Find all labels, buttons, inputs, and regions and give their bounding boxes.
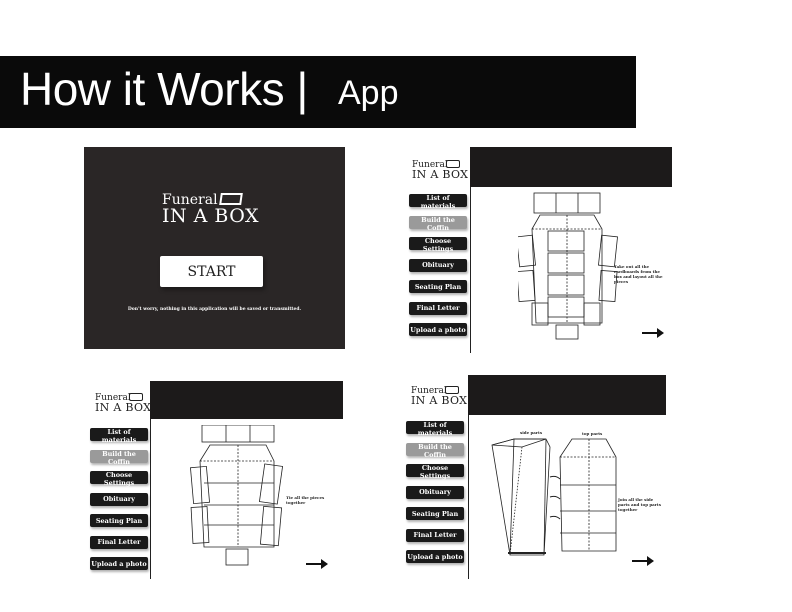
top-parts-label: top parts [582, 431, 603, 436]
logo-line1: Funeral [95, 393, 131, 403]
menu-seating-plan[interactable]: Seating Plan [409, 280, 467, 293]
menu-list-of-materials[interactable]: List of materials [406, 421, 464, 437]
logo-line1: Funeral [162, 192, 218, 208]
sidebar-divider [150, 419, 151, 579]
menu-final-letter[interactable]: Final Letter [406, 528, 464, 542]
menu-seating-plan[interactable]: Seating Plan [90, 514, 148, 527]
menu-upload-a-photo[interactable]: Upload a photo [406, 550, 464, 563]
page-banner: How it Works | App [0, 56, 636, 128]
menu-final-letter[interactable]: Final Letter [409, 301, 467, 315]
menu-upload-a-photo[interactable]: Upload a photo [90, 557, 148, 570]
page-title: How it Works | [20, 63, 308, 115]
privacy-note: Don't worry, nothing in this application… [127, 307, 302, 312]
menu-choose-settings[interactable]: Choose Settings [406, 464, 464, 480]
app-logo: Funeral IN A BOX [412, 160, 482, 181]
page-subtitle: App [338, 74, 399, 112]
box-logo-icon [219, 193, 243, 205]
box-logo-icon [445, 386, 459, 394]
arrow-right-icon[interactable] [642, 327, 664, 339]
coffin-pieces-diagram [518, 192, 618, 340]
sidebar-menu: List of materials Build the Coffin Choos… [409, 194, 467, 345]
header-bar [470, 147, 672, 187]
sidebar-divider [470, 187, 471, 353]
menu-list-of-materials[interactable]: List of materials [409, 194, 467, 210]
step-caption: Tie all the pieces together [286, 495, 325, 505]
menu-seating-plan[interactable]: Seating Plan [406, 507, 464, 520]
app-logo: Funeral IN A BOX [95, 393, 165, 414]
step-caption: Take out all the cardboards from the box… [614, 264, 663, 284]
box-logo-icon [129, 393, 143, 401]
menu-obituary[interactable]: Obituary [406, 485, 464, 499]
logo-line2: IN A BOX [95, 401, 152, 414]
logo-line2: IN A BOX [411, 394, 468, 407]
sidebar-menu: List of materials Build the Coffin Choos… [90, 428, 148, 579]
sidebar-divider [468, 415, 469, 579]
menu-build-the-coffin[interactable]: Build the Coffin [409, 215, 467, 232]
app-logo: Funeral IN A BOX [162, 192, 272, 227]
menu-list-of-materials[interactable]: List of materials [90, 428, 148, 444]
header-bar [468, 375, 666, 415]
logo-line1: Funeral [411, 386, 447, 396]
app-screen-join: Funeral IN A BOX List of materials Build… [404, 375, 670, 581]
menu-final-letter[interactable]: Final Letter [90, 535, 148, 549]
arrow-right-icon[interactable] [632, 555, 654, 567]
menu-obituary[interactable]: Obituary [90, 492, 148, 506]
menu-choose-settings[interactable]: Choose Settings [90, 471, 148, 487]
start-screen: Funeral IN A BOX START Don't worry, noth… [84, 147, 345, 349]
arrow-right-icon[interactable] [306, 558, 328, 570]
menu-build-the-coffin[interactable]: Build the Coffin [90, 449, 148, 466]
box-logo-icon [446, 160, 460, 168]
side-parts-label: side parts [520, 430, 543, 435]
app-screen-layout: Funeral IN A BOX List of materials Build… [406, 147, 672, 353]
menu-build-the-coffin[interactable]: Build the Coffin [406, 442, 464, 459]
menu-upload-a-photo[interactable]: Upload a photo [409, 323, 467, 336]
menu-choose-settings[interactable]: Choose Settings [409, 237, 467, 253]
logo-line2: IN A BOX [162, 205, 260, 227]
header-bar [150, 381, 343, 419]
app-logo: Funeral IN A BOX [411, 386, 481, 407]
logo-line1: Funeral [412, 160, 448, 170]
menu-obituary[interactable]: Obituary [409, 258, 467, 272]
coffin-tied-diagram [190, 425, 284, 566]
app-screen-tie: Funeral IN A BOX List of materials Build… [88, 381, 354, 587]
logo-line2: IN A BOX [412, 168, 469, 181]
step-caption: Join all the side parts and top parts to… [618, 497, 661, 512]
coffin-assembly-diagram [491, 438, 617, 556]
sidebar-menu: List of materials Build the Coffin Choos… [406, 421, 464, 572]
start-button[interactable]: START [160, 256, 263, 287]
